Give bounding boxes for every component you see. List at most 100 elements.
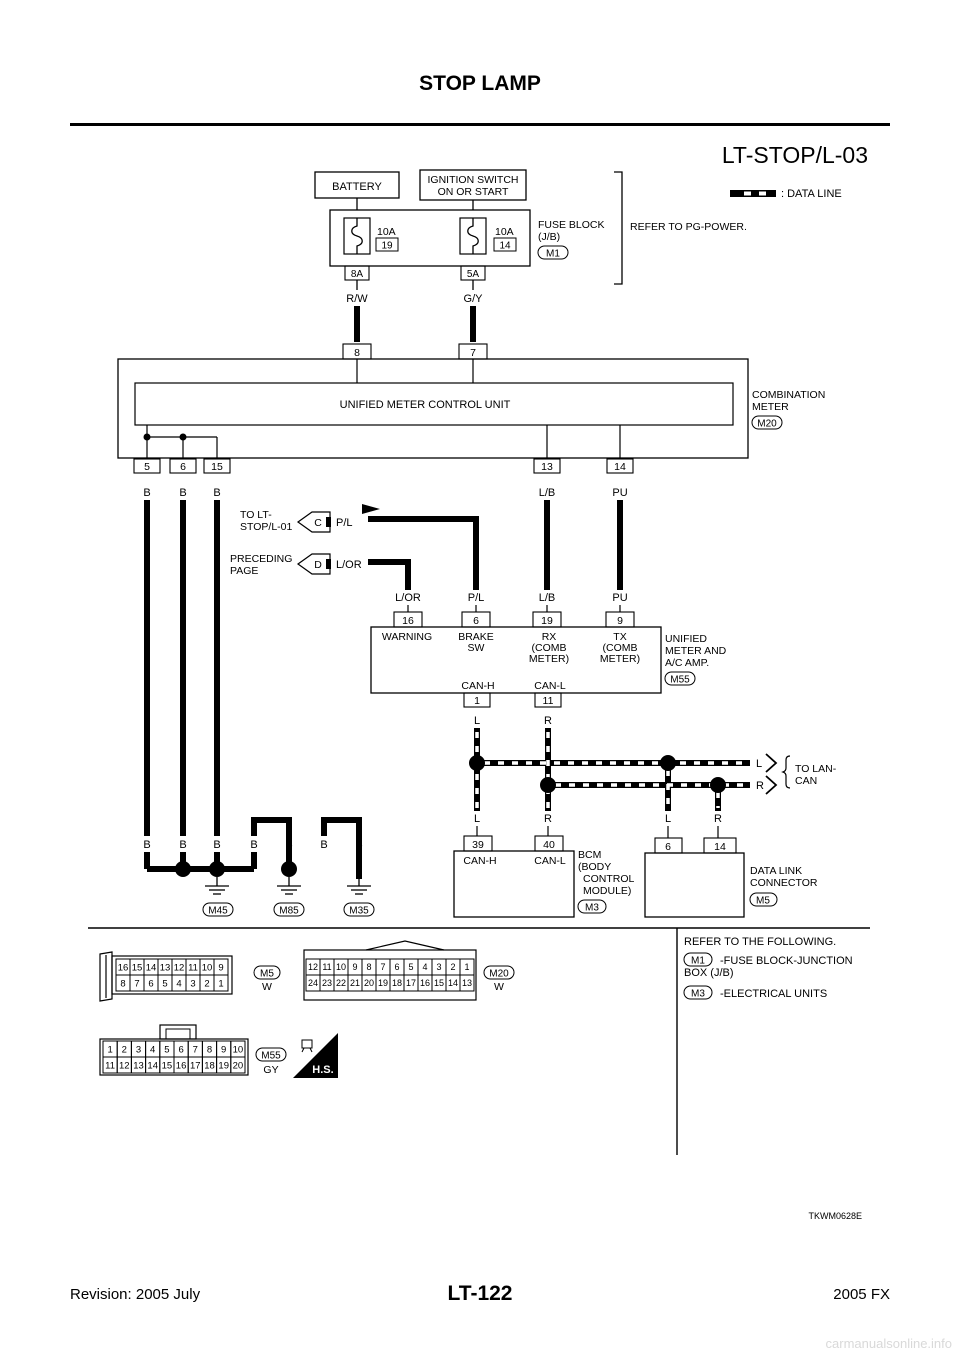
refer-m3-text: -ELECTRICAL UNITS: [720, 988, 827, 1000]
dlc-pin-14: 14: [714, 841, 726, 853]
amp-tx-2: (COMB: [603, 642, 638, 654]
m20-pin-label: 10: [336, 962, 346, 972]
page-title: STOP LAMP: [419, 72, 541, 95]
amp-pin-9: 9: [617, 615, 623, 627]
m5-pin-label: 14: [146, 962, 157, 973]
m20-pin-label: 7: [380, 962, 385, 972]
wire-rw: R/W: [346, 293, 368, 305]
m55-pin-label: 14: [147, 1060, 158, 1071]
bcm-can-h: CAN-H: [463, 855, 496, 867]
meter-pin-7: 7: [470, 347, 476, 359]
amp-pin-19: 19: [541, 615, 553, 627]
marker-d: D: [314, 559, 322, 571]
watermark: carmanualsonline.info: [825, 1336, 952, 1351]
m20-pin-label: 22: [336, 978, 346, 988]
combination-meter-label-1: COMBINATION: [752, 389, 825, 401]
m20-pin-label: 11: [322, 962, 331, 972]
m55-pin-label: 19: [218, 1060, 229, 1071]
meter-pin-13: 13: [541, 461, 553, 473]
m5-pin-label: 13: [160, 962, 171, 973]
to-lt-label-1: TO LT-: [240, 509, 272, 521]
amp-brake-2: SW: [468, 642, 485, 654]
amp-rx-3: METER): [529, 653, 569, 665]
hs-harness-icon: H.S.: [293, 1033, 338, 1078]
header-rule: [70, 123, 890, 126]
meter-pin-6: 6: [180, 461, 186, 473]
m5-pin-label: 1: [218, 978, 223, 989]
m5-pin-label: 15: [132, 962, 143, 973]
terminal-8a: 8A: [351, 269, 364, 280]
m20-pin-label: 13: [462, 978, 472, 988]
wire-b-1: B: [143, 487, 150, 499]
wire-lb-2: L/B: [539, 592, 556, 604]
m5-pin-label: 9: [218, 962, 223, 973]
wire-lor-upper: L/OR: [336, 559, 362, 571]
m20-pin-label: 18: [392, 978, 402, 988]
m20-pin-label: 3: [436, 962, 441, 972]
m55-pin-label: 10: [233, 1044, 244, 1055]
m20-pin-label: 19: [378, 978, 388, 988]
m20-pin-label: 5: [408, 962, 413, 972]
refer-m1-text-2: BOX (J/B): [684, 967, 734, 979]
m55-pin-label: 16: [176, 1060, 187, 1071]
amp-title-2: METER AND: [665, 645, 727, 657]
hs-label: H.S.: [312, 1064, 333, 1076]
unified-meter-control-unit: [134, 382, 734, 426]
fuse-block-label-2: (J/B): [538, 231, 560, 243]
m5-pin-label: 7: [134, 978, 139, 989]
combination-meter: [117, 358, 749, 459]
m5-pin-label: 6: [148, 978, 153, 989]
m55-pin-label: 7: [193, 1044, 198, 1055]
can-wire-l-right: L: [756, 758, 762, 770]
m20-cell: [459, 974, 475, 992]
wire-b-7: B: [250, 839, 257, 851]
m5-pin-label: 8: [120, 978, 125, 989]
fuse-14-num: 14: [499, 241, 511, 252]
fuse-block-connector: M1: [546, 249, 560, 260]
m5-pin-label: 4: [176, 978, 181, 989]
wire-b-6: B: [213, 839, 220, 851]
m55-pin-label: 5: [164, 1044, 169, 1055]
wire-b-9: B: [320, 839, 327, 851]
wire-pu-1: PU: [612, 487, 627, 499]
m55-pin-label: 4: [150, 1044, 155, 1055]
amp-pin-1: 1: [474, 695, 480, 707]
m55-cell: [230, 1056, 246, 1074]
data-line-legend: : DATA LINE: [730, 188, 842, 200]
combination-meter-connector: M20: [757, 419, 777, 430]
wire-lor-lower: L/OR: [395, 592, 421, 604]
amp-warning: WARNING: [382, 631, 432, 643]
wire-b-4: B: [143, 839, 150, 851]
amp-tx-1: TX: [613, 631, 626, 643]
amp-can-l: CAN-L: [534, 680, 566, 692]
refer-m1-text-1: -FUSE BLOCK-JUNCTION: [720, 955, 853, 967]
figure-code: TKWM0628E: [808, 1211, 862, 1221]
bcm-label-1: BCM: [578, 849, 601, 861]
m5-label: M5: [260, 969, 274, 980]
m20-pin-label: 21: [350, 978, 360, 988]
dlc-label-1: DATA LINK: [750, 865, 802, 877]
m20-pin-label: 20: [364, 978, 374, 988]
model-text: 2005 FX: [833, 1286, 890, 1303]
amp-brake-1: BRAKE: [458, 631, 494, 643]
ground-m35: M35: [349, 906, 369, 917]
m55-pin-label: 20: [233, 1060, 244, 1071]
m55-pin-label: 17: [190, 1060, 201, 1071]
dlc-connector: M5: [756, 896, 770, 907]
m20-color: W: [494, 981, 504, 993]
page-number: LT-122: [447, 1282, 513, 1305]
ground-m85: M85: [279, 906, 299, 917]
wire-b-2: B: [179, 487, 186, 499]
wire-pu-2: PU: [612, 592, 627, 604]
m20-pin-label: 15: [434, 978, 444, 988]
bcm-connector: M3: [585, 903, 599, 914]
dlc-pin-6: 6: [665, 841, 671, 853]
bcm-can-l: CAN-L: [534, 855, 566, 867]
m20-pin-label: 16: [420, 978, 430, 988]
m5-pin-label: 5: [162, 978, 167, 989]
fuse-block: [329, 209, 531, 267]
to-lan-label-2: CAN: [795, 775, 817, 787]
fuse-block-label-1: FUSE BLOCK: [538, 219, 605, 231]
